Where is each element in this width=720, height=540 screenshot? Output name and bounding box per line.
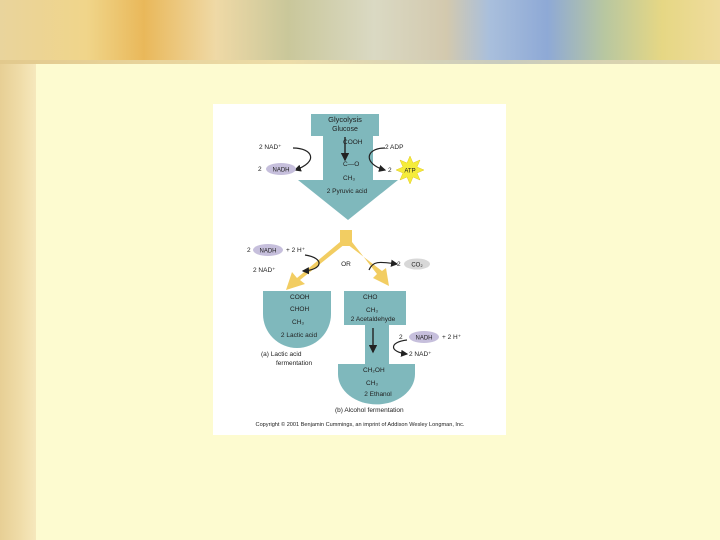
acet-label: 2 Acetaldehyde <box>351 316 396 323</box>
nad-plus-right: 2 NAD⁺ <box>409 351 432 358</box>
ethanol-connector <box>365 325 389 365</box>
glucose-label: Glucose <box>332 126 358 133</box>
atp-coef: 2 <box>388 167 392 174</box>
nad-top-curve-arrow <box>292 147 312 172</box>
pyruvate-ch3: CH₃ <box>343 175 355 182</box>
nadh-oval-top <box>266 163 296 175</box>
nadh-left-suffix: + 2 H⁺ <box>286 247 306 254</box>
split-stem <box>340 230 352 246</box>
glycolysis-column <box>311 114 379 136</box>
nad-plus-left: 2 NAD⁺ <box>253 267 276 274</box>
nadh-label-left: NADH <box>259 249 276 255</box>
adp-curve-arrow <box>368 147 387 172</box>
copyright-line: Copyright © 2001 Benjamin Cummings, an i… <box>256 421 465 428</box>
yellow-arrow-right <box>347 242 389 286</box>
caption-a-line1: (a) Lactic acid <box>261 351 302 358</box>
nad-right-curve-arrow <box>392 339 409 357</box>
ethanol-label: 2 Ethanol <box>364 391 392 398</box>
yellow-arrow-left <box>286 242 345 290</box>
pyruvate-cooh: COOH <box>343 139 363 146</box>
header-banner <box>0 0 720 60</box>
pyruvate-co: C—O <box>343 161 359 168</box>
lactic-choh: CHOH <box>290 306 309 313</box>
co2-coef: 2 <box>397 261 401 268</box>
nadh-right-coef: 2 <box>399 334 403 341</box>
nadh-label-right: NADH <box>415 336 432 342</box>
pyruvate-label: 2 Pyruvic acid <box>327 188 368 195</box>
left-decorative-strip <box>0 0 36 540</box>
acet-ch3: CH₃ <box>366 307 378 314</box>
caption-a-line2: fermentation <box>276 360 313 367</box>
nad-plus-top: 2 NAD⁺ <box>259 144 282 151</box>
lactic-ch3: CH₃ <box>292 319 304 326</box>
nadh-right-suffix: + 2 H⁺ <box>442 334 462 341</box>
lactic-cooh: COOH <box>290 294 310 301</box>
lactic-acid-bowl <box>263 291 331 348</box>
nadh-top-coef: 2 <box>258 166 262 173</box>
lactic-label: 2 Lactic acid <box>281 332 318 339</box>
ethanol-ch2oh: CH₂OH <box>363 367 385 374</box>
fermentation-figure: Glycolysis Glucose COOH C—O CH₃ 2 Pyruvi… <box>213 104 506 435</box>
atp-label: ATP <box>404 169 415 175</box>
acetaldehyde-box <box>344 291 406 325</box>
ethanol-bowl <box>338 364 415 405</box>
adp-label: 2 ADP <box>385 144 403 151</box>
co2-oval <box>404 258 430 270</box>
or-label: OR <box>341 261 351 268</box>
ethanol-ch3: CH₃ <box>366 380 378 387</box>
caption-b: (b) Alcohol fermentation <box>335 407 404 414</box>
fermentation-diagram: Glycolysis Glucose COOH C—O CH₃ 2 Pyruvi… <box>247 114 465 428</box>
nadh-oval-left <box>253 244 283 256</box>
pyruvate-funnel <box>298 180 398 220</box>
glycolysis-label: Glycolysis <box>328 115 362 124</box>
nadh-label-top: NADH <box>272 168 289 174</box>
co2-label: CO₂ <box>411 263 423 269</box>
acet-cho: CHO <box>363 294 377 301</box>
atp-star <box>395 155 425 185</box>
nadh-oval-right <box>409 331 439 343</box>
header-banner-edge <box>0 60 720 64</box>
nad-left-curve-arrow <box>301 254 320 275</box>
co2-curve-arrow <box>368 259 399 271</box>
nadh-left-coef: 2 <box>247 247 251 254</box>
